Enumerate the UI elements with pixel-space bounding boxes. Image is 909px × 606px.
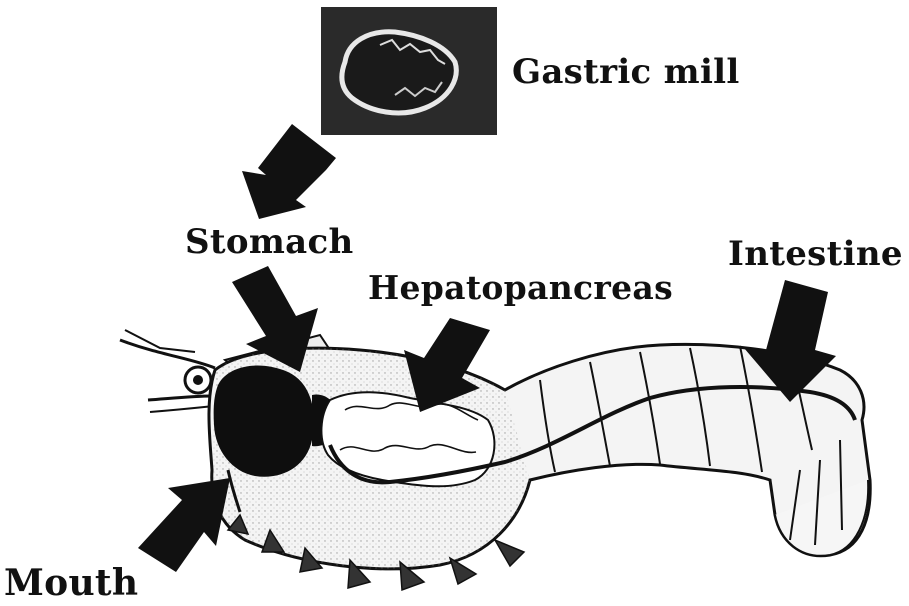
shrimp-body [120,330,870,590]
gastric-mill-label: Gastric mill [512,52,740,92]
intestine-label: Intestine [728,234,903,274]
mouth-label: Mouth [4,562,138,604]
hepatopancreas-label: Hepatopancreas [368,268,673,307]
gastric-mill-inset [321,7,497,135]
stomach-label: Stomach [185,222,353,262]
arrow-gastric-to-stomach [242,124,336,219]
arrow-mouth [138,478,230,572]
